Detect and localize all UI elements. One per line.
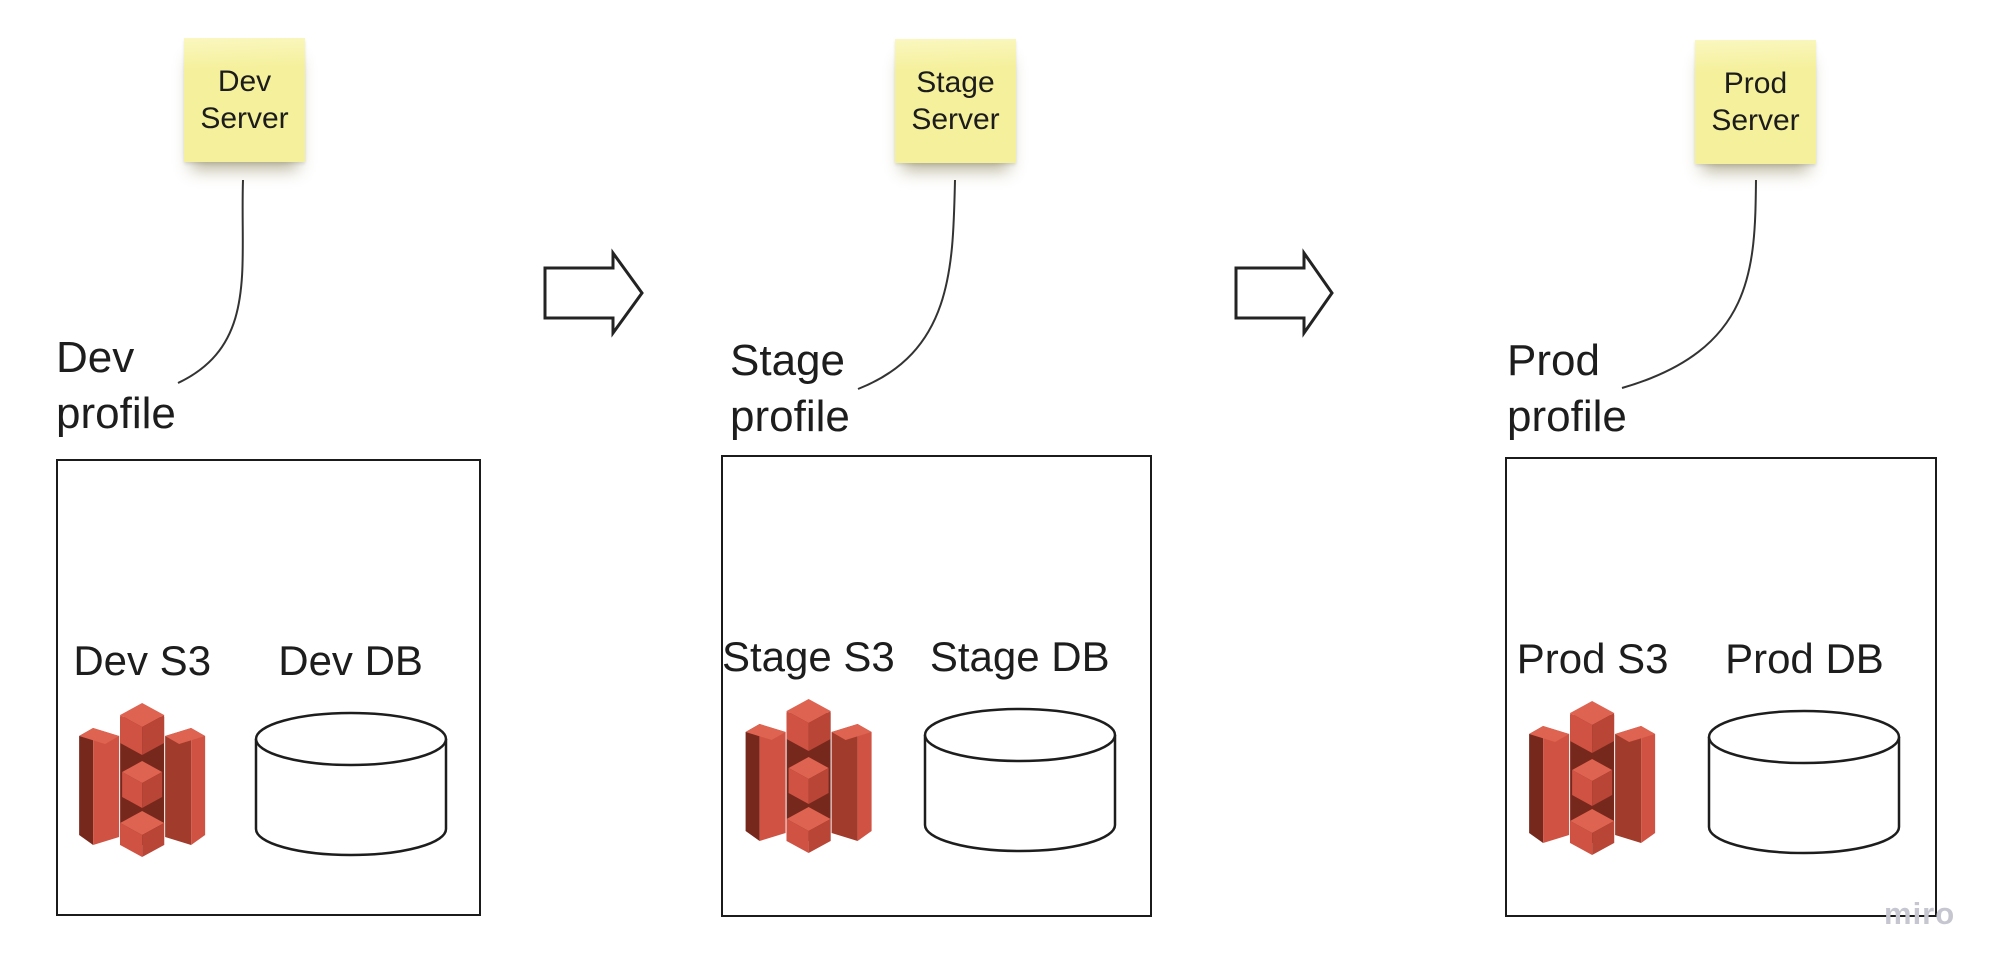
sticky-note-prod-server[interactable]: Prod Server xyxy=(1695,40,1816,164)
s3-item-label: Dev S3 xyxy=(73,637,212,684)
database-cylinder-icon[interactable] xyxy=(253,711,449,857)
profile-box-dev[interactable]: Dev S3 xyxy=(56,459,481,916)
profile-label-stage[interactable]: Stage profile xyxy=(730,333,850,445)
profile-label-line: profile xyxy=(56,389,176,438)
profile-label-prod[interactable]: Prod profile xyxy=(1507,333,1627,445)
miro-watermark: miro xyxy=(1884,896,1956,931)
database-cylinder-icon[interactable] xyxy=(922,707,1118,853)
s3-item: Prod S3 xyxy=(1516,635,1669,855)
profile-label-line: profile xyxy=(1507,392,1627,441)
sticky-note-stage-server[interactable]: Stage Server xyxy=(895,39,1016,163)
sticky-note-text: Stage Server xyxy=(911,66,1000,136)
profile-box-stage[interactable]: Stage S3 xyxy=(721,455,1152,917)
s3-item: Stage S3 xyxy=(722,633,895,853)
db-item-label: Dev DB xyxy=(278,637,423,684)
db-item: Stage DB xyxy=(922,633,1118,853)
s3-item-label: Stage S3 xyxy=(721,633,895,680)
db-item-label: Prod DB xyxy=(1725,635,1884,682)
profile-label-line: Stage xyxy=(730,336,845,385)
db-item: Prod DB xyxy=(1706,635,1902,855)
profile-label-line: Dev xyxy=(56,333,135,382)
block-arrow-right-icon[interactable] xyxy=(543,248,644,338)
profile-label-line: Prod xyxy=(1507,336,1600,385)
sticky-note-text: Prod Server xyxy=(1711,67,1800,137)
connector-line[interactable] xyxy=(177,179,244,384)
db-item: Dev DB xyxy=(253,637,449,857)
db-item-label: Stage DB xyxy=(929,633,1110,680)
sticky-note-dev-server[interactable]: Dev Server xyxy=(184,38,305,162)
sticky-note-text: Dev Server xyxy=(200,65,289,135)
database-cylinder-icon[interactable] xyxy=(1706,709,1902,855)
aws-s3-icon[interactable] xyxy=(74,699,210,857)
aws-s3-icon[interactable] xyxy=(740,695,876,853)
block-arrow-right-icon[interactable] xyxy=(1234,248,1334,338)
s3-item: Dev S3 xyxy=(73,637,211,857)
aws-s3-icon[interactable] xyxy=(1525,697,1661,855)
profile-label-line: profile xyxy=(730,392,850,441)
s3-item-label: Prod S3 xyxy=(1516,635,1669,682)
connector-line[interactable] xyxy=(857,179,956,390)
connector-line[interactable] xyxy=(1621,179,1757,389)
profile-box-prod[interactable]: Prod S3 xyxy=(1505,457,1937,917)
profile-label-dev[interactable]: Dev profile xyxy=(56,330,176,442)
